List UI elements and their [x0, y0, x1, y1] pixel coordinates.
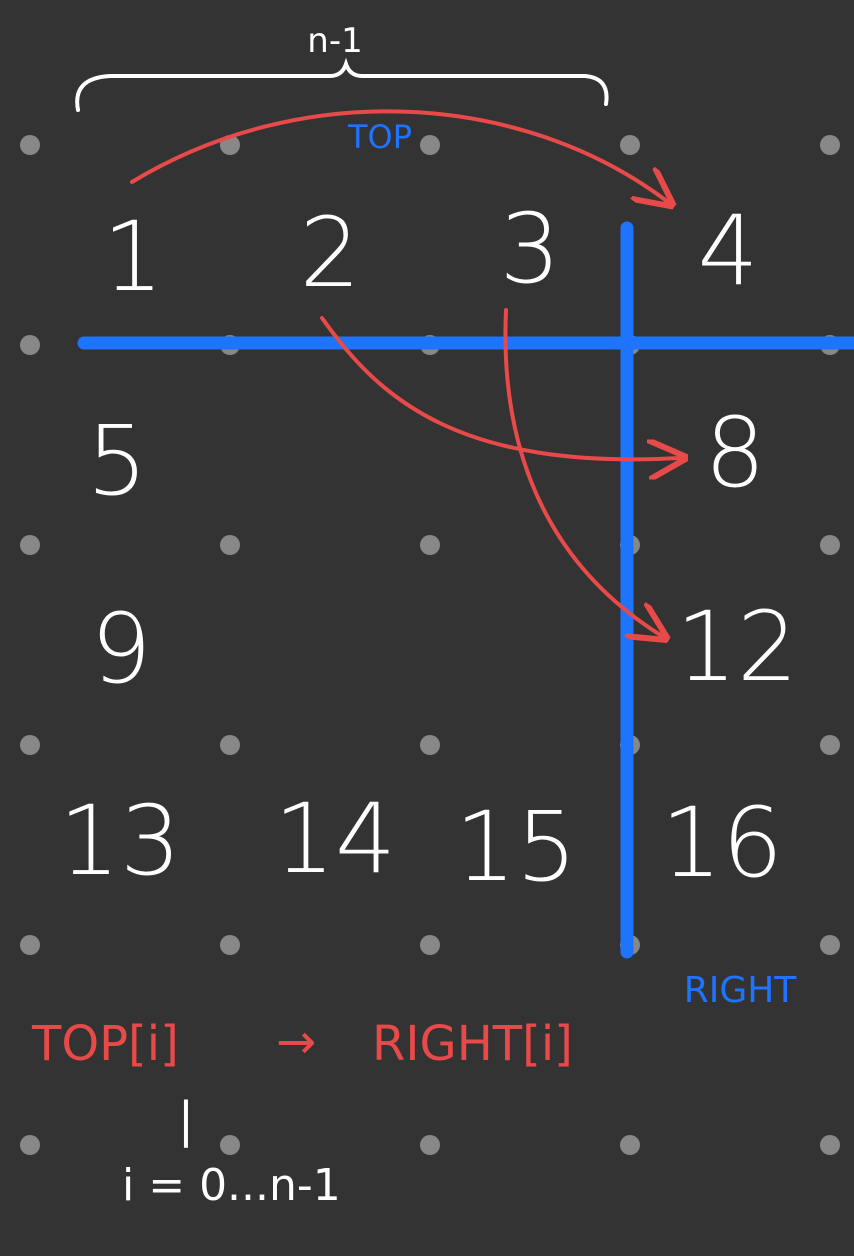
grid-dot — [820, 135, 840, 155]
grid-dot — [220, 735, 240, 755]
grid-dot — [20, 335, 40, 355]
grid-dot — [620, 1135, 640, 1155]
grid-dot — [420, 735, 440, 755]
cell-8: 8 — [704, 397, 765, 509]
formula-right: RIGHT[i] — [372, 1016, 573, 1072]
grid-dot — [20, 935, 40, 955]
right-label: RIGHT — [684, 970, 798, 1011]
grid-dot — [20, 535, 40, 555]
grid-dot — [20, 135, 40, 155]
grid-dot — [20, 1135, 40, 1155]
cell-15: 15 — [455, 791, 577, 903]
top-label: TOP — [347, 118, 412, 156]
cell-9: 9 — [90, 593, 151, 705]
cell-14: 14 — [274, 783, 396, 895]
grid-dot — [820, 1135, 840, 1155]
grid-dot — [420, 135, 440, 155]
grid-dot — [20, 735, 40, 755]
grid-dot — [220, 935, 240, 955]
cell-12: 12 — [676, 591, 798, 703]
arrow-1-to-4 — [130, 109, 668, 202]
grid-dot — [420, 535, 440, 555]
cell-3: 3 — [499, 193, 560, 305]
formula-arrow: → — [276, 1014, 316, 1070]
grid-dot — [820, 735, 840, 755]
cell-16: 16 — [661, 787, 783, 899]
grid-dot — [220, 1135, 240, 1155]
cell-5: 5 — [86, 405, 147, 517]
formula-range: i = 0...n-1 — [122, 1160, 341, 1211]
formula-top: TOP[i] — [31, 1016, 179, 1072]
cell-1: 1 — [102, 201, 163, 313]
grid-dot — [620, 135, 640, 155]
brace — [75, 57, 609, 112]
arrow-2-to-8 — [320, 316, 680, 459]
cell-13: 13 — [59, 785, 181, 897]
grid-dot — [820, 935, 840, 955]
grid-dot — [820, 535, 840, 555]
brace-label: n-1 — [307, 21, 362, 61]
grid-dot — [420, 935, 440, 955]
grid-dot — [420, 1135, 440, 1155]
cell-2: 2 — [299, 197, 360, 309]
arrow-3-to-12 — [503, 308, 662, 636]
formula-bar: | — [178, 1092, 194, 1148]
cell-4: 4 — [697, 195, 758, 307]
grid-dot — [220, 535, 240, 555]
